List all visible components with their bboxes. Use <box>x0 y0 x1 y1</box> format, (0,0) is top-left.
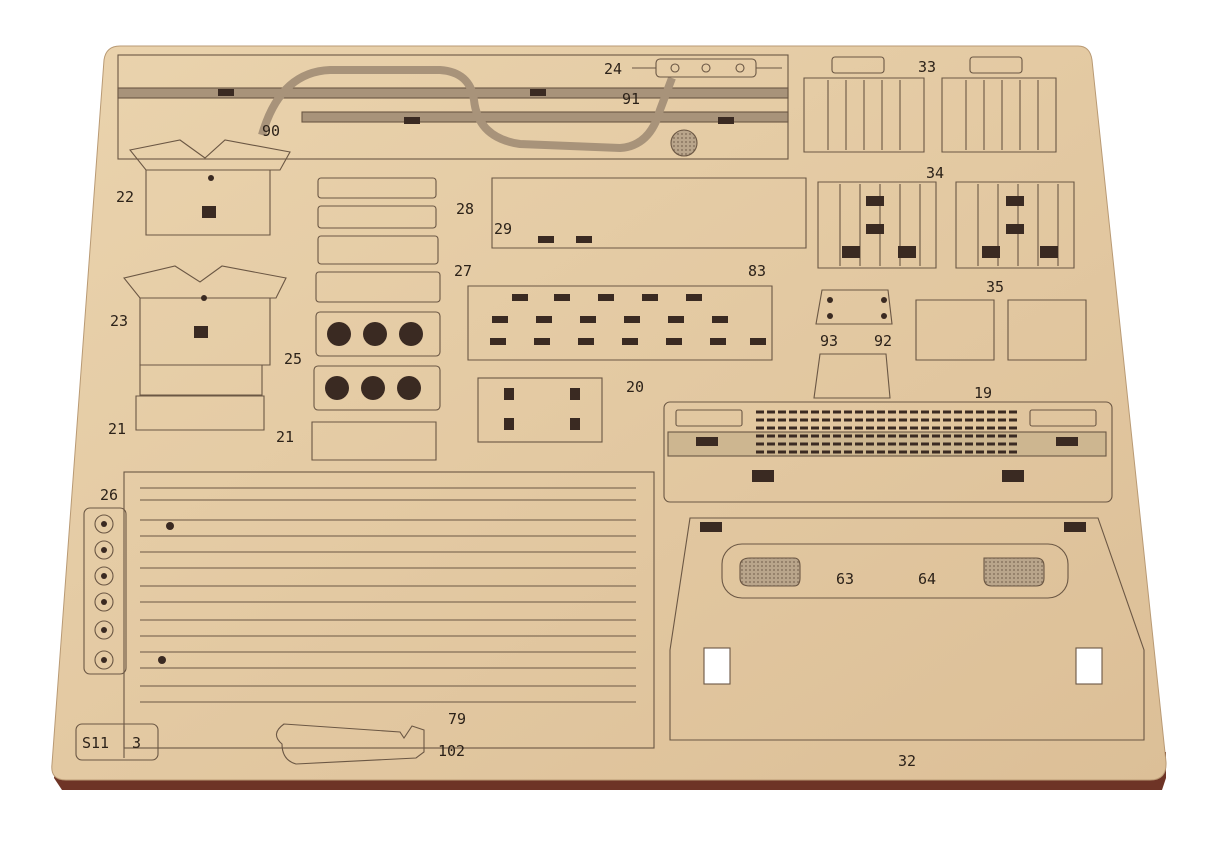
part-29-83 <box>467 177 807 361</box>
label-64: 64 <box>918 570 936 588</box>
part-33-34 <box>803 56 1075 269</box>
label-27: 27 <box>454 262 472 280</box>
board-code-stamp <box>75 723 159 761</box>
label-19: 19 <box>974 384 992 402</box>
part-20 <box>477 377 603 443</box>
label-35: 35 <box>986 278 1004 296</box>
board-plate <box>51 45 1167 790</box>
part-22-23-21 <box>123 139 291 431</box>
label-83: 83 <box>748 262 766 280</box>
label-21-center: 21 <box>276 428 294 446</box>
label-79: 79 <box>448 710 466 728</box>
label-92: 92 <box>874 332 892 350</box>
label-91: 91 <box>622 90 640 108</box>
label-21-left: 21 <box>108 420 126 438</box>
board-sheet-code: S11 <box>82 734 109 752</box>
label-93: 93 <box>820 332 838 350</box>
label-29: 29 <box>494 220 512 238</box>
board-sheet-number: 3 <box>132 734 141 752</box>
label-63: 63 <box>836 570 854 588</box>
part-28-27-25 <box>311 177 441 461</box>
label-24: 24 <box>604 60 622 78</box>
label-26: 26 <box>100 486 118 504</box>
part-labels: 24 33 91 90 22 28 34 29 83 27 23 35 25 9… <box>82 58 1004 770</box>
part-90-91 <box>117 54 789 160</box>
label-25: 25 <box>284 350 302 368</box>
part-93-92-35 <box>813 289 1087 399</box>
label-23: 23 <box>110 312 128 330</box>
label-34: 34 <box>926 164 944 182</box>
part-19-grille <box>663 401 1113 503</box>
label-20: 20 <box>626 378 644 396</box>
part-32 <box>669 517 1145 741</box>
part-26 <box>83 507 127 675</box>
part-24 <box>632 58 782 78</box>
label-33: 33 <box>918 58 936 76</box>
label-28: 28 <box>456 200 474 218</box>
label-102: 102 <box>438 742 465 760</box>
label-22: 22 <box>116 188 134 206</box>
label-90: 90 <box>262 122 280 140</box>
part-102 <box>275 723 425 765</box>
part-79-slats <box>123 471 655 749</box>
label-32: 32 <box>898 752 916 770</box>
